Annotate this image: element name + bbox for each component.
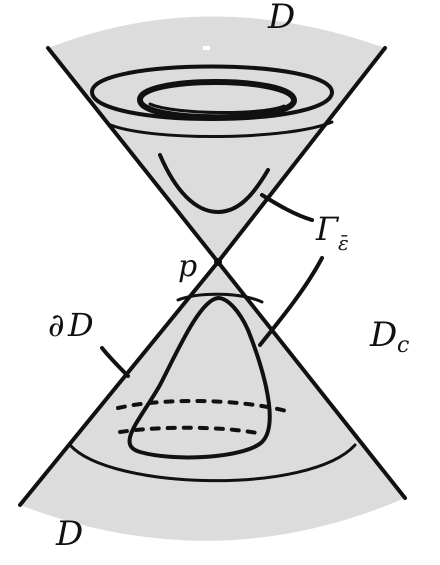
lower-bottom-arc bbox=[68, 443, 357, 483]
lower-teardrop-curve bbox=[127, 296, 272, 460]
apex-point bbox=[214, 258, 222, 266]
upper-bowl-curve bbox=[158, 153, 270, 214]
label-gamma: Γ bbox=[315, 210, 340, 248]
label-d-bottom: D bbox=[55, 514, 83, 554]
upper-inner-ring-shade bbox=[148, 102, 286, 114]
label-point-p: p bbox=[178, 249, 197, 284]
upper-rim-arc bbox=[106, 120, 334, 138]
boundary-leader bbox=[100, 346, 130, 378]
label-boundary-partial: ∂ bbox=[48, 306, 65, 344]
upper-outer-ellipse bbox=[90, 64, 334, 121]
upper-inner-ring bbox=[137, 79, 297, 121]
gamma-leader-lower bbox=[258, 256, 324, 347]
label-d-top: D bbox=[267, 0, 295, 37]
label-d-c: D bbox=[369, 315, 397, 355]
lower-cone-arc bbox=[176, 292, 264, 304]
label-d-c-sub: c bbox=[397, 333, 409, 358]
gamma-leader-upper bbox=[260, 193, 314, 222]
upper-region-shading bbox=[48, 16, 385, 262]
dotted-section-lower bbox=[118, 425, 264, 436]
dotted-section-upper bbox=[116, 398, 292, 414]
label-boundary-d: D bbox=[67, 306, 94, 344]
label-gamma-sub: ε̄ bbox=[338, 231, 349, 255]
